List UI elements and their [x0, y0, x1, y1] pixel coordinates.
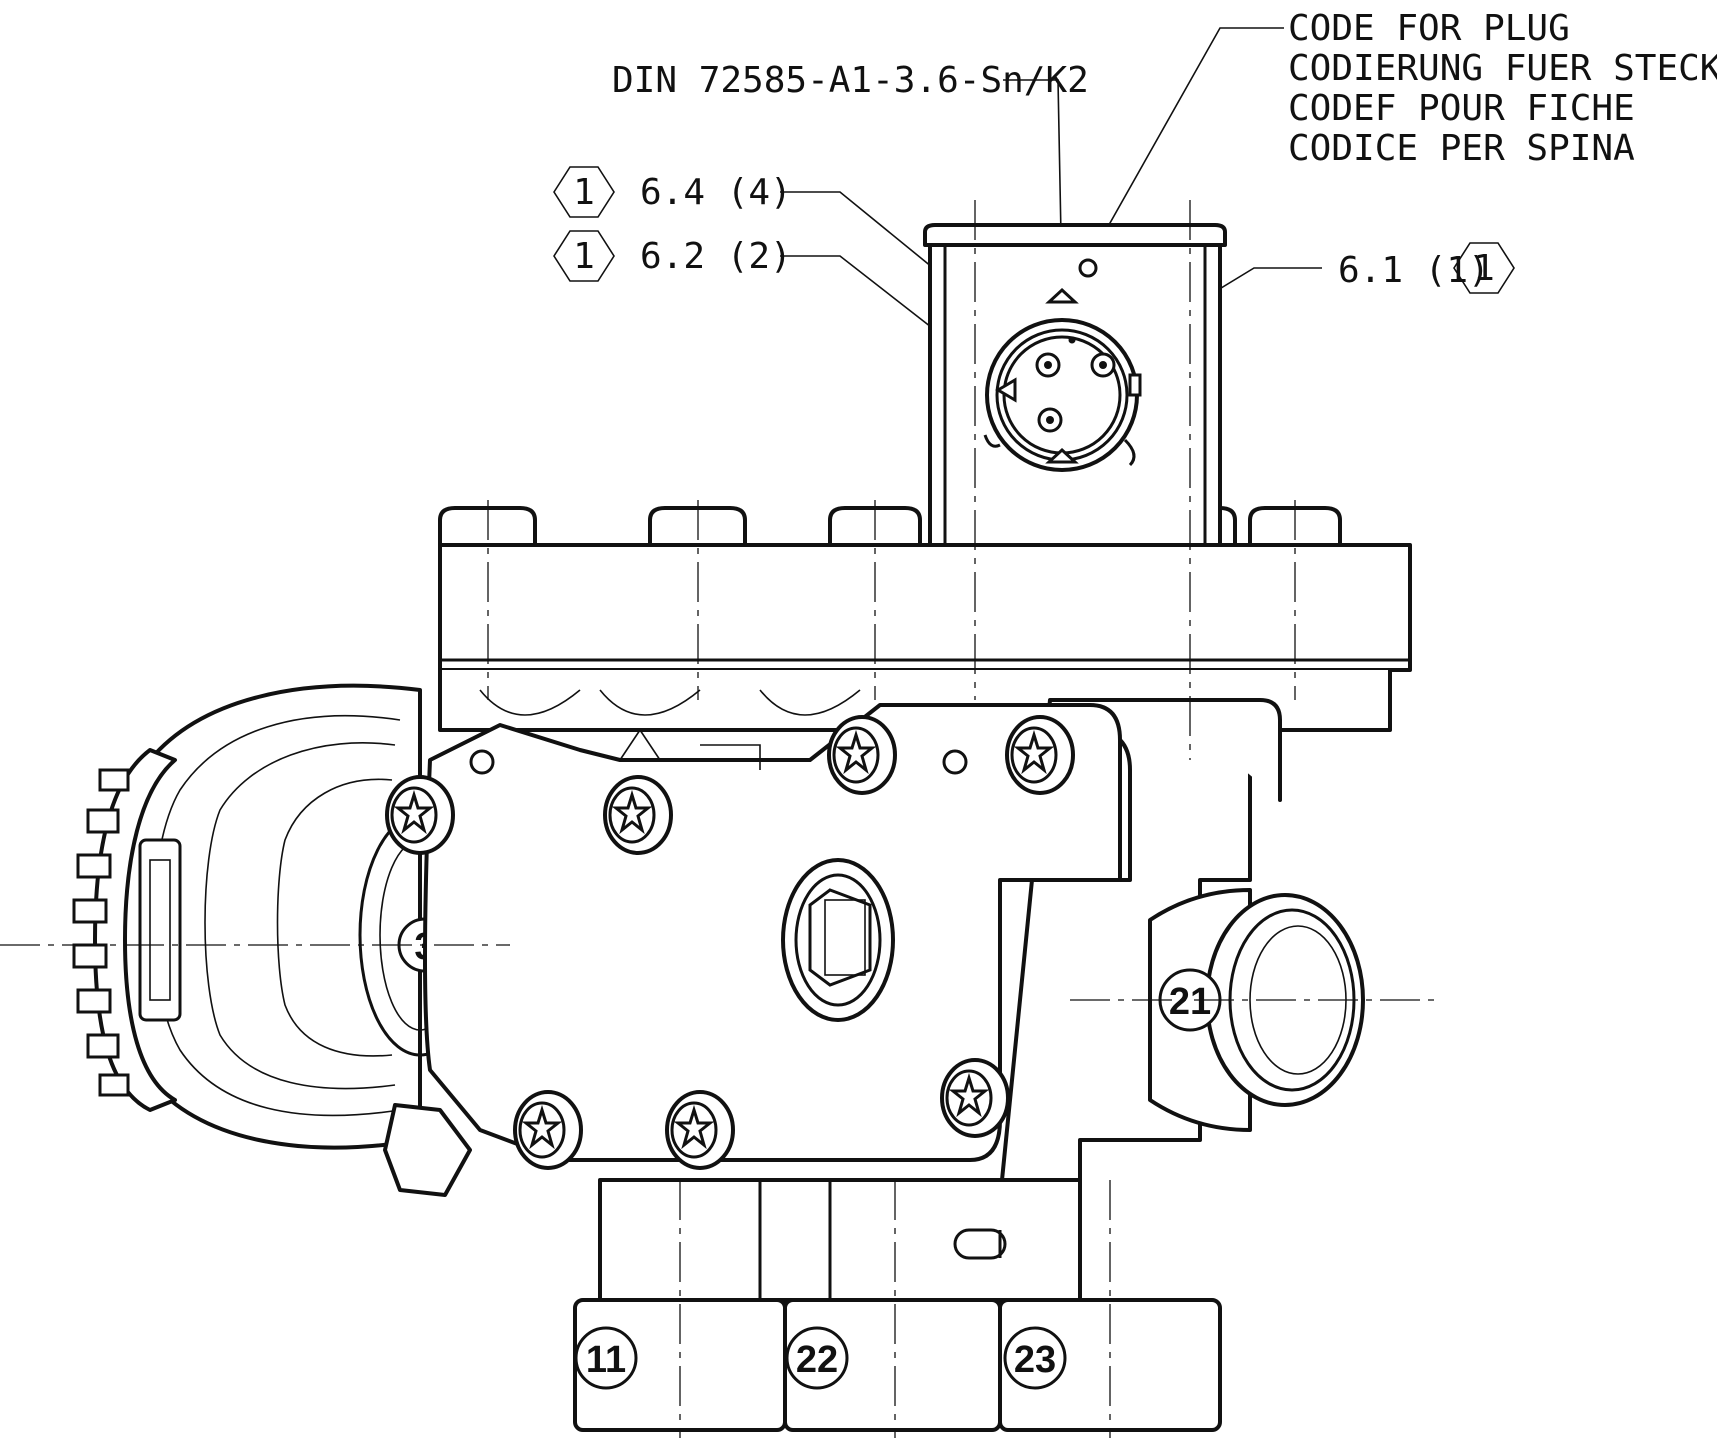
pin-marker-hexagon	[1453, 242, 1515, 294]
pin-marker-number: 1	[1473, 248, 1495, 289]
screw	[603, 775, 673, 855]
port-number-right: 21	[1169, 981, 1211, 1023]
bottom-ports: 11 22 23	[573, 1178, 1222, 1432]
port-number-bottom-2: 22	[796, 1339, 838, 1381]
screw	[513, 1090, 583, 1170]
plug-code-leader-line	[1087, 27, 1284, 263]
screw	[827, 715, 897, 795]
pin-marker-hexagon	[553, 166, 615, 218]
center-lines	[0, 200, 1440, 1438]
pin-label-6-4: 6.4 (4)	[640, 172, 792, 213]
pin-label-6-1: 6.1 (1)	[1338, 250, 1490, 291]
coding-dot	[1078, 258, 1098, 278]
top-manifold-plate	[438, 506, 1412, 732]
pin-marker-hexagon	[553, 230, 615, 282]
plug-code-line-1: CODE FOR PLUG	[1288, 8, 1570, 49]
screw	[665, 1090, 735, 1170]
plug-code-line-3: CODEF POUR FICHE	[1288, 88, 1635, 129]
screw	[940, 1058, 1010, 1138]
front-plate	[383, 703, 1122, 1197]
cap-slot	[138, 838, 182, 1022]
plug-code-line-4: CODICE PER SPINA	[1288, 128, 1635, 169]
screw	[385, 775, 455, 855]
screw	[1005, 715, 1075, 795]
connector-housing	[923, 223, 1227, 547]
pin-label-6-2: 6.2 (2)	[640, 236, 792, 277]
left-dome-cap: 3	[72, 683, 482, 1150]
pin-marker-number: 1	[573, 172, 595, 213]
plug-code-line-2: CODIERUNG FUER STECKER	[1288, 48, 1717, 89]
port-number-bottom-1: 11	[586, 1339, 626, 1381]
port-number-bottom-3: 23	[1014, 1339, 1056, 1381]
din-leader-line	[1003, 79, 1063, 289]
callout-group: DIN 72585-A1-3.6-Sn/K2 CODE FOR PLUG COD…	[553, 8, 1717, 413]
knurl-teeth	[72, 768, 130, 1097]
hex-nut	[383, 1103, 472, 1197]
pin-marker-number: 1	[573, 236, 595, 277]
